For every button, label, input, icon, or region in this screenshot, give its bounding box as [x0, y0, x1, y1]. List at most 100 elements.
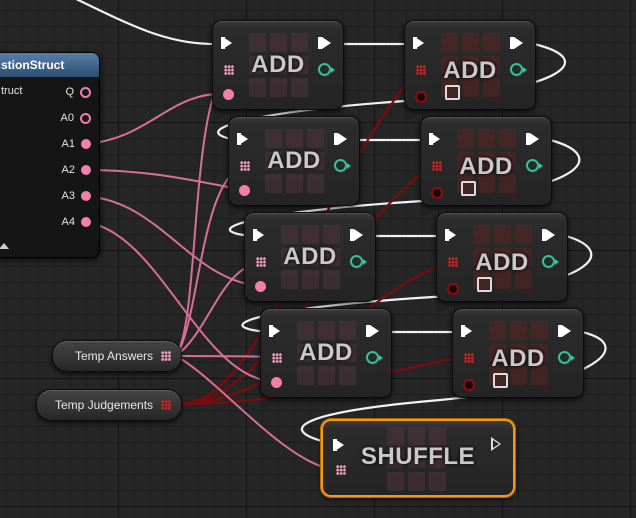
item-pin-icon[interactable] — [255, 281, 266, 292]
temp-judgements-variable[interactable]: Temp Judgements — [36, 389, 182, 421]
answers-wire — [175, 68, 229, 357]
exec-in-pin-icon[interactable] — [429, 133, 440, 145]
exec-out-pin-icon[interactable] — [350, 229, 363, 241]
hollow-pin-icon — [80, 112, 91, 124]
answers-wire — [175, 355, 341, 471]
filled-pin-icon — [81, 139, 91, 150]
struct-pin-a0[interactable]: A0 — [61, 111, 91, 125]
node-title: ADD — [459, 153, 513, 180]
array-icon — [457, 129, 517, 193]
array-pin-icon[interactable] — [464, 353, 474, 363]
array-pin-icon[interactable] — [256, 257, 266, 267]
node-title: ADD — [267, 147, 321, 174]
add-node[interactable]: ADD — [420, 116, 552, 206]
pin-wire — [83, 92, 229, 145]
add-node[interactable]: ADD — [404, 20, 536, 110]
index-out-pin-icon[interactable] — [510, 63, 527, 76]
array-pin-icon[interactable] — [161, 400, 171, 410]
exec-wire — [75, 0, 223, 46]
item-pin-icon[interactable] — [447, 283, 459, 295]
exec-in-pin-icon[interactable] — [221, 37, 232, 49]
exec-in-pin-icon[interactable] — [269, 325, 280, 337]
exec-out-pin-icon[interactable] — [491, 437, 501, 451]
struct-pin-a4[interactable]: A4 — [62, 215, 91, 229]
array-pin-icon[interactable] — [240, 161, 250, 171]
add-node[interactable]: ADD — [228, 116, 360, 206]
array-pin-icon[interactable] — [448, 257, 458, 267]
bool-checkbox[interactable] — [461, 181, 476, 196]
exec-wire — [300, 330, 607, 446]
exec-out-pin-icon[interactable] — [334, 133, 347, 145]
temp-answers-variable[interactable]: Temp Answers — [52, 340, 182, 372]
node-title: ADD — [251, 51, 305, 78]
array-pin-icon[interactable] — [432, 161, 442, 171]
hollow-pin-icon — [80, 86, 91, 98]
item-pin-icon[interactable] — [271, 377, 282, 388]
bool-checkbox[interactable] — [445, 85, 460, 100]
item-pin-icon[interactable] — [463, 379, 475, 391]
exec-out-pin-icon[interactable] — [318, 37, 331, 49]
array-icon — [387, 427, 447, 491]
exec-in-pin-icon[interactable] — [445, 229, 456, 241]
node-title: ADD — [299, 339, 353, 366]
exec-out-pin-icon[interactable] — [526, 133, 539, 145]
node-title: ADD — [491, 345, 545, 372]
break-struct-node[interactable]: stionStruct truct Q A0 A1 A2 A3 A4 — [0, 52, 100, 258]
item-pin-icon[interactable] — [239, 185, 250, 196]
item-pin-icon[interactable] — [223, 89, 234, 100]
add-node[interactable]: ADD — [436, 212, 568, 302]
exec-in-pin-icon[interactable] — [413, 37, 424, 49]
pin-wire — [83, 195, 261, 287]
pin-wire — [83, 221, 277, 383]
exec-out-pin-icon[interactable] — [558, 325, 571, 337]
exec-in-pin-icon[interactable] — [237, 133, 248, 145]
item-pin-icon[interactable] — [431, 187, 443, 199]
node-title: ADD — [443, 57, 497, 84]
struct-pin-q[interactable]: Q — [65, 85, 91, 99]
bool-checkbox[interactable] — [477, 277, 492, 292]
index-out-pin-icon[interactable] — [558, 351, 575, 364]
array-icon — [249, 33, 309, 97]
array-pin-icon[interactable] — [336, 465, 346, 475]
shuffle-node[interactable]: SHUFFLE — [321, 419, 515, 497]
index-out-pin-icon[interactable] — [318, 63, 335, 76]
exec-out-pin-icon[interactable] — [366, 325, 379, 337]
exec-in-pin-icon[interactable] — [253, 229, 264, 241]
pin-label: A0 — [60, 112, 74, 124]
exec-out-pin-icon[interactable] — [510, 37, 523, 49]
node-title: SHUFFLE — [360, 443, 476, 470]
pin-label: A2 — [61, 164, 75, 176]
variable-label: Temp Answers — [75, 349, 154, 363]
item-pin-icon[interactable] — [415, 91, 427, 103]
exec-out-pin-icon[interactable] — [542, 229, 555, 241]
array-pin-icon[interactable] — [161, 351, 171, 361]
array-pin-icon[interactable] — [272, 353, 282, 363]
pin-label: A1 — [61, 138, 75, 150]
array-icon — [297, 321, 357, 385]
collapse-arrow-icon[interactable] — [0, 243, 9, 249]
bool-checkbox[interactable] — [493, 373, 508, 388]
index-out-pin-icon[interactable] — [526, 159, 543, 172]
exec-in-pin-icon[interactable] — [333, 439, 344, 451]
node-title: ADD — [283, 243, 337, 270]
struct-pin-a2[interactable]: A2 — [62, 163, 91, 177]
struct-pin-a3[interactable]: A3 — [62, 189, 91, 203]
index-out-pin-icon[interactable] — [350, 255, 367, 268]
add-node[interactable]: ADD — [260, 308, 392, 398]
add-node[interactable]: ADD — [244, 212, 376, 302]
index-out-pin-icon[interactable] — [542, 255, 559, 268]
struct-pin-a1[interactable]: A1 — [62, 137, 91, 151]
array-pin-icon[interactable] — [224, 65, 234, 75]
pin-label: Q — [65, 86, 74, 98]
add-node[interactable]: ADD — [212, 20, 344, 110]
filled-pin-icon — [81, 217, 91, 228]
filled-pin-icon — [81, 191, 91, 202]
add-node[interactable]: ADD — [452, 308, 584, 398]
index-out-pin-icon[interactable] — [366, 351, 383, 364]
pin-wire — [83, 169, 245, 191]
array-icon — [281, 225, 341, 289]
struct-node-title: stionStruct — [0, 53, 99, 77]
index-out-pin-icon[interactable] — [334, 159, 351, 172]
array-pin-icon[interactable] — [416, 65, 426, 75]
exec-in-pin-icon[interactable] — [461, 325, 472, 337]
